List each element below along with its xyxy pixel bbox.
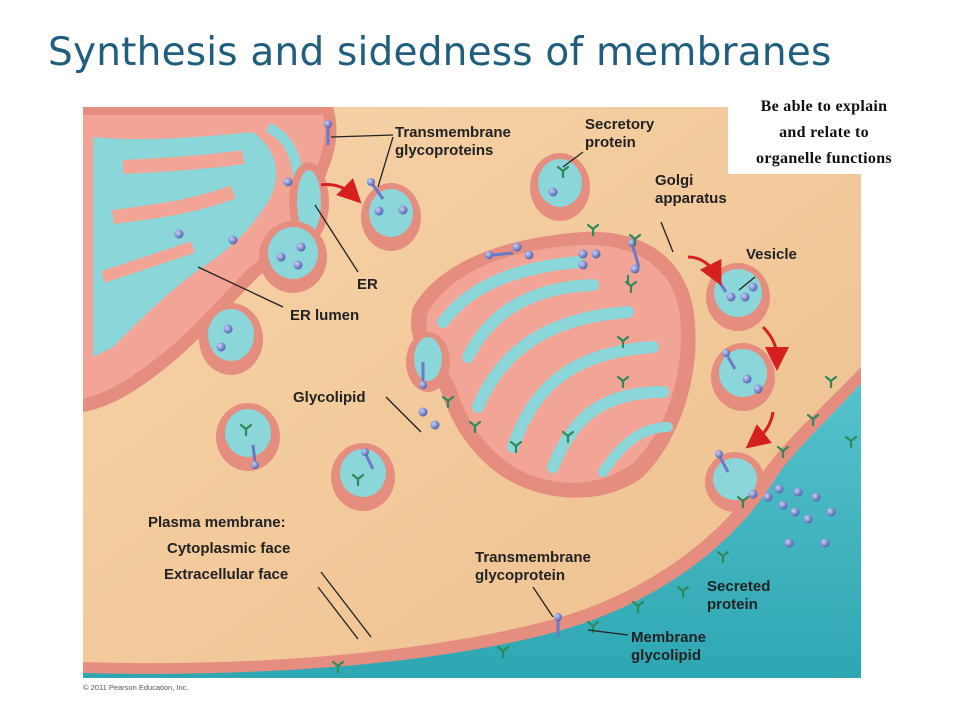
label-golgi-1: Golgi bbox=[655, 172, 693, 189]
label-glycolipid: Glycolipid bbox=[293, 389, 366, 406]
label-er: ER bbox=[357, 276, 378, 293]
label-secretory-protein-1: Secretory bbox=[585, 116, 655, 133]
label-secreted-protein-1: Secreted bbox=[707, 578, 770, 595]
label-vesicle: Vesicle bbox=[746, 246, 797, 263]
study-note-line-2: and relate to bbox=[779, 124, 869, 141]
label-golgi-2: apparatus bbox=[655, 190, 727, 207]
copyright-notice: © 2011 Pearson Education, Inc. bbox=[83, 683, 189, 692]
leader-lines bbox=[197, 134, 756, 640]
label-secretory-protein-2: protein bbox=[585, 134, 636, 151]
vesicle-fusing bbox=[705, 452, 765, 512]
study-note-line-3: organelle functions bbox=[756, 150, 892, 167]
glycolipid-markers bbox=[239, 165, 858, 674]
label-transmembrane-glycoproteins-2: glycoproteins bbox=[395, 142, 493, 159]
label-membrane-glycolipid-2: glycolipid bbox=[631, 647, 701, 664]
label-secreted-protein-2: protein bbox=[707, 596, 758, 613]
membrane-synthesis-figure: Transmembrane glycoproteins Secretory pr… bbox=[83, 107, 861, 678]
golgi-apparatus bbox=[410, 231, 696, 498]
label-transmembrane-glycoprotein-1: Transmembrane bbox=[475, 549, 591, 566]
er-vesicle-2 bbox=[199, 303, 263, 375]
er-vesicle-1 bbox=[259, 221, 327, 293]
secretory-vesicle-top bbox=[530, 153, 590, 221]
slide-title: Synthesis and sidedness of membranes bbox=[48, 30, 832, 75]
golgi-side-vesicle bbox=[406, 332, 450, 392]
label-membrane-glycolipid-1: Membrane bbox=[631, 629, 706, 646]
er-vesicle-3 bbox=[216, 403, 280, 471]
label-er-lumen: ER lumen bbox=[290, 307, 359, 324]
protein-balls bbox=[174, 177, 836, 548]
extracellular-space bbox=[83, 383, 861, 678]
label-plasma-membrane: Plasma membrane: bbox=[148, 514, 286, 531]
label-transmembrane-glycoproteins-1: Transmembrane bbox=[395, 124, 511, 141]
diagram-canvas: Transmembrane glycoproteins Secretory pr… bbox=[83, 107, 861, 678]
label-extracellular-face: Extracellular face bbox=[164, 566, 288, 583]
endoplasmic-reticulum bbox=[83, 107, 337, 412]
label-transmembrane-glycoprotein-2: glycoprotein bbox=[475, 567, 565, 584]
label-cytoplasmic-face: Cytoplasmic face bbox=[167, 540, 290, 557]
study-note: Be able to explain and relate to organel… bbox=[728, 92, 920, 174]
transport-arrows bbox=[320, 178, 789, 449]
transport-vesicle-top bbox=[361, 183, 421, 251]
er-vesicle-4 bbox=[331, 443, 395, 511]
study-note-line-1: Be able to explain bbox=[760, 98, 888, 115]
